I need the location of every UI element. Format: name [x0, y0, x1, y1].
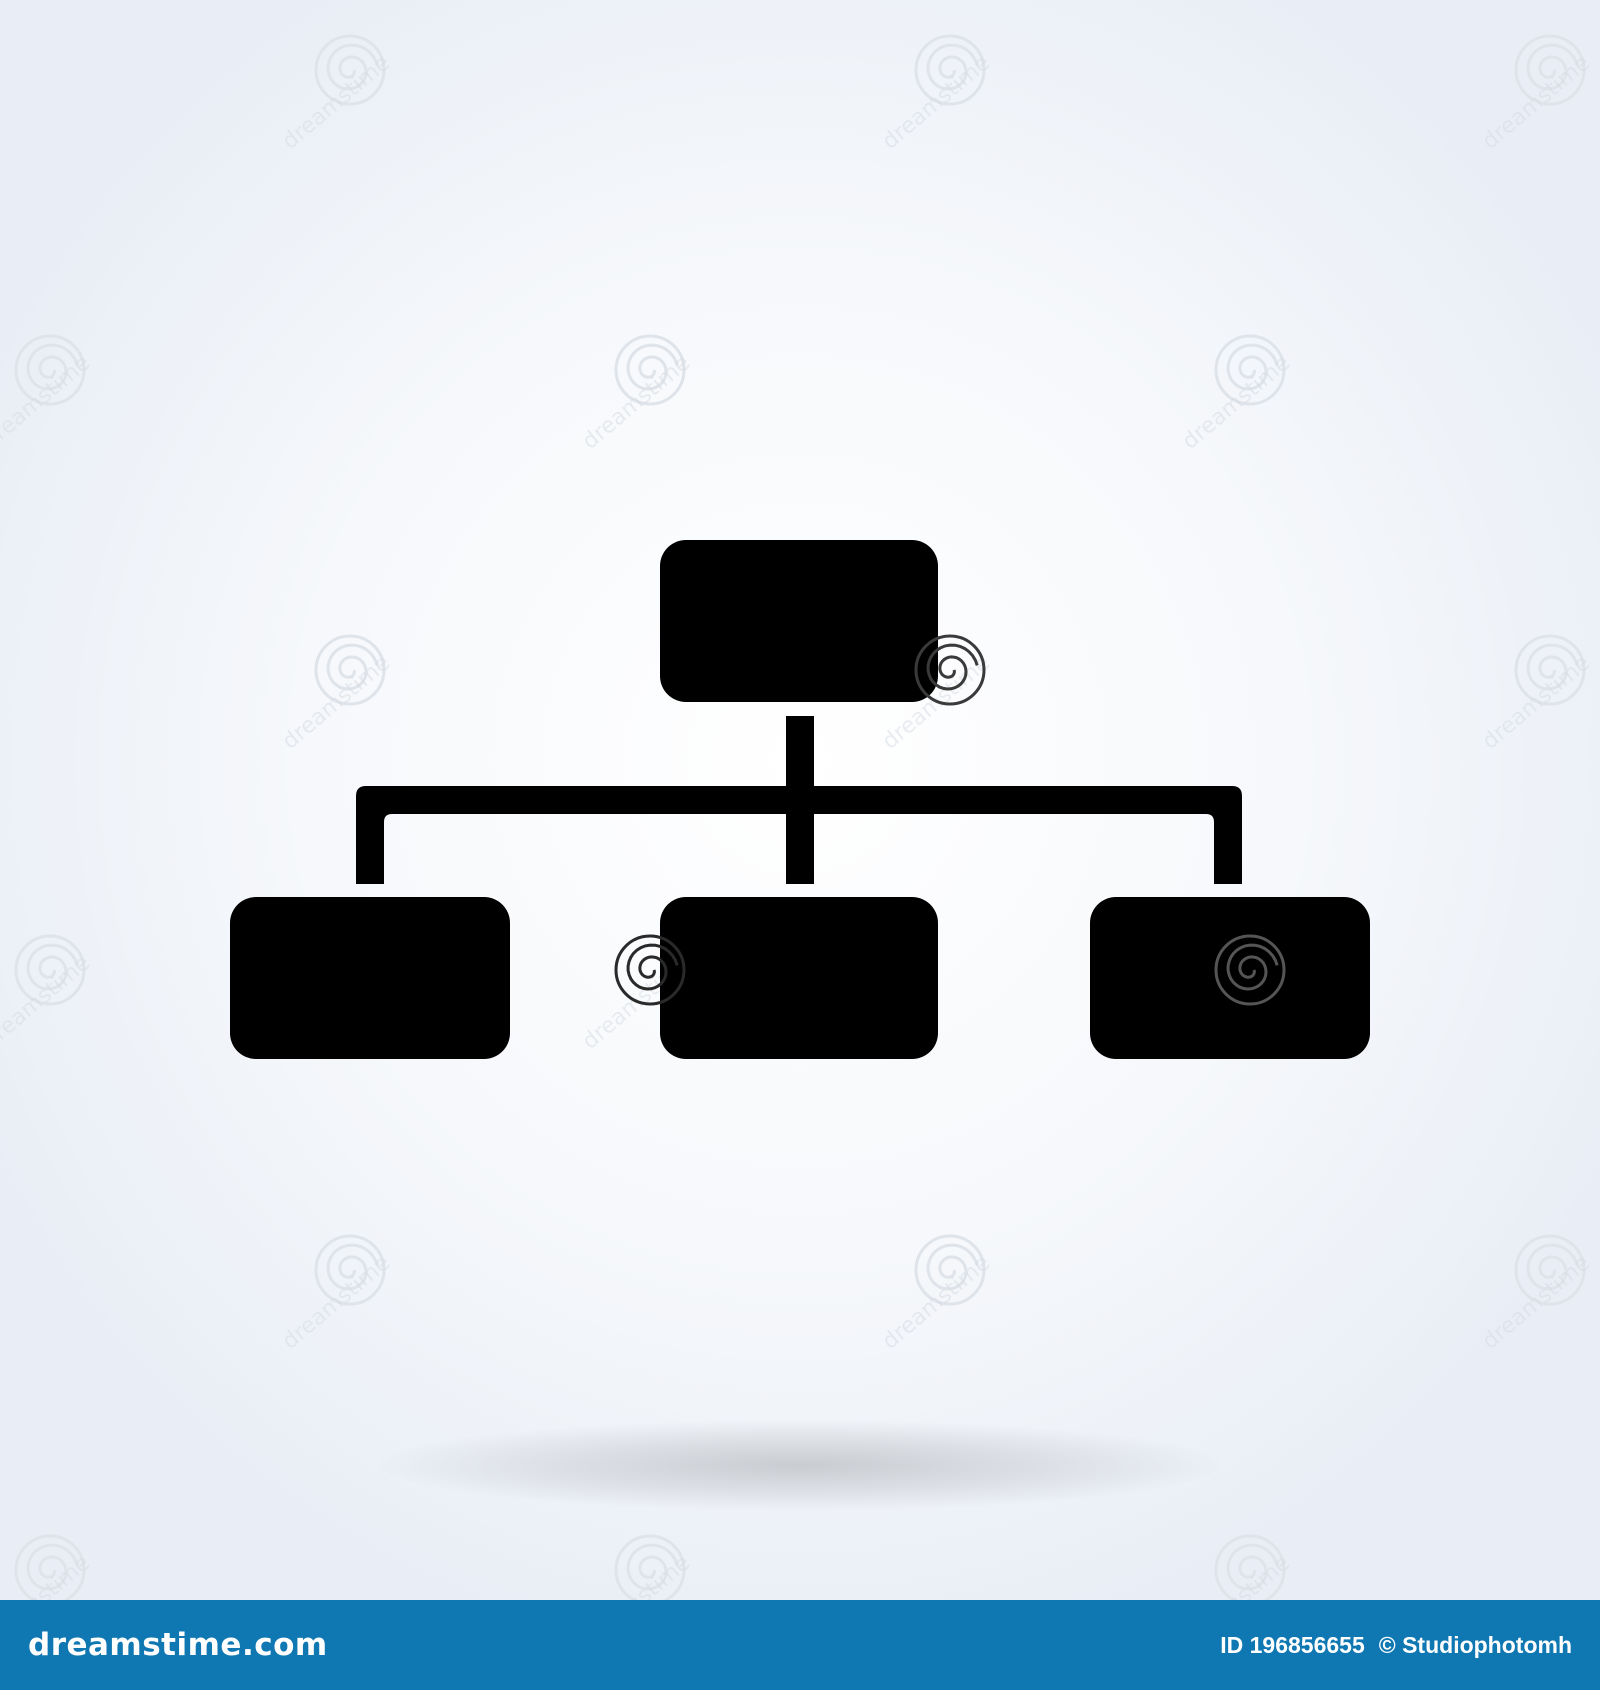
image-id: ID 196856655	[1220, 1631, 1365, 1658]
spiral-watermark-icon	[614, 334, 686, 406]
spiral-watermark-icon	[1214, 1534, 1286, 1600]
icon-shadow	[380, 1420, 1220, 1510]
spiral-watermark-icon	[914, 34, 986, 106]
org-node-left	[230, 897, 510, 1059]
spiral-watermark-icon	[314, 634, 386, 706]
author-name: Studiophotomh	[1402, 1631, 1572, 1658]
image-credits: ID 196856655 © Studiophotomh	[1220, 1632, 1572, 1659]
spiral-watermark-icon	[314, 34, 386, 106]
spiral-watermark-icon	[1514, 34, 1586, 106]
spiral-watermark-icon	[14, 1534, 86, 1600]
org-node-top	[660, 540, 938, 702]
spiral-watermark-icon	[1514, 1234, 1586, 1306]
spiral-watermark-icon	[1214, 334, 1286, 406]
brand-logo[interactable]: dreamstime.com	[28, 1627, 328, 1663]
spiral-watermark-icon	[1514, 634, 1586, 706]
copyright-symbol: ©	[1378, 1631, 1396, 1658]
brand-text: dreamstime.com	[28, 1627, 328, 1663]
spiral-watermark-icon	[614, 1534, 686, 1600]
org-node-center	[660, 897, 938, 1059]
spiral-watermark-icon	[14, 334, 86, 406]
hierarchy-icon	[230, 540, 1370, 1059]
spiral-watermark-icon	[14, 934, 86, 1006]
spiral-watermark-icon	[914, 634, 986, 706]
footer-bar: dreamstime.com ID 196856655 © Studiophot…	[0, 1600, 1600, 1690]
author-credit[interactable]: © Studiophotomh	[1379, 1632, 1572, 1659]
spiral-watermark-icon	[1214, 934, 1286, 1006]
spiral-watermark-icon	[314, 1234, 386, 1306]
connector-horizontal-bar	[356, 786, 1242, 884]
spiral-watermark-icon	[914, 1234, 986, 1306]
spiral-watermark-icon	[614, 934, 686, 1006]
